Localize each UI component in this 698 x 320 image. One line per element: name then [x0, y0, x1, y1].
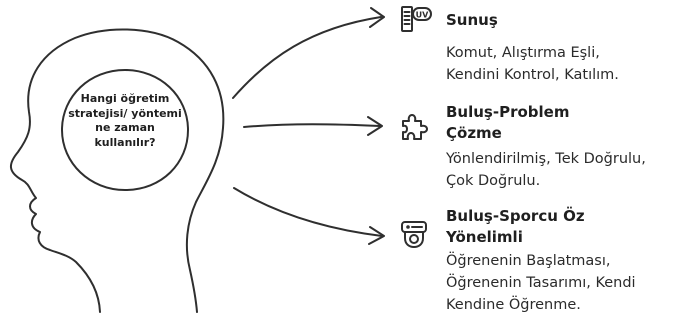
section-2-body: Yönlendirilmiş, Tek Doğrulu, Çok Doğrulu… — [446, 151, 646, 189]
section-3-body: Öğrenenin Başlatması, Öğrenenin Tasarımı… — [446, 253, 636, 313]
section-1-title: Sunuş — [446, 11, 498, 29]
robot-icon — [401, 221, 427, 248]
section-3-title: Buluş-Sporcu Öz Yönelimli — [446, 207, 585, 246]
arrowhead-1 — [369, 7, 385, 28]
puzzle-piece-icon — [402, 114, 428, 140]
arrow-1 — [232, 16, 382, 99]
central-question: Hangi öğretim stratejisi/ yöntemi ne zam… — [68, 92, 182, 149]
svg-text:UV: UV — [416, 11, 429, 20]
arrowhead-2 — [367, 116, 383, 136]
checklist-uv-icon: UV — [401, 6, 432, 32]
arrowhead-3 — [368, 226, 385, 245]
section-1-body: Komut, Alıştırma Eşli, Kendini Kontrol, … — [446, 45, 619, 83]
section-2-title: Buluş-Problem Çözme — [446, 103, 570, 142]
thought-circle — [61, 69, 189, 191]
arrow-3 — [233, 187, 383, 237]
head-outline — [10, 28, 225, 313]
arrow-2 — [243, 123, 381, 128]
